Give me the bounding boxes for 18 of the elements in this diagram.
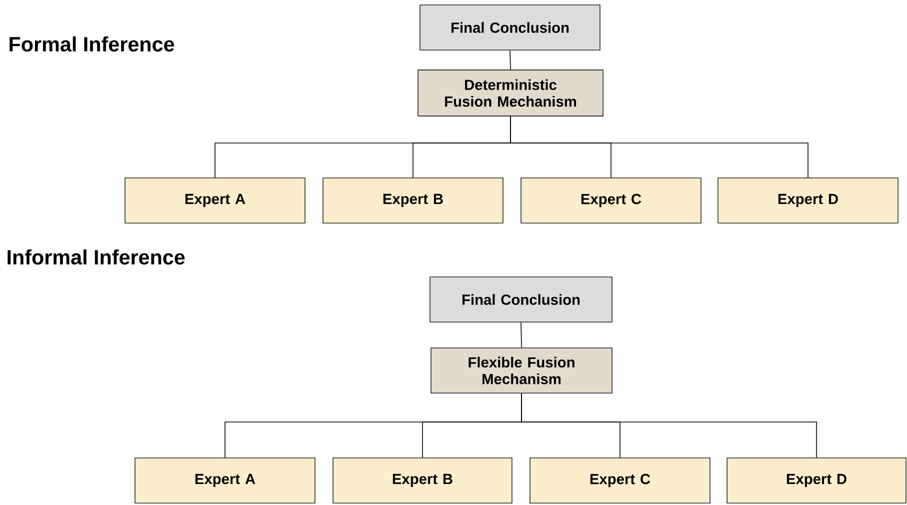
connector-line <box>521 392 817 458</box>
section-heading: Formal Inference <box>10 36 174 52</box>
conclusion-box: Final Conclusion <box>430 276 612 322</box>
section-heading: Informal Inference <box>8 249 185 265</box>
expert-box: Expert B <box>322 178 504 224</box>
expert-box: Expert C <box>530 458 710 504</box>
fusion-box: Deterministic Fusion Mechanism <box>418 70 604 116</box>
expert-box: Expert D <box>726 458 906 504</box>
fusion-box: Flexible Fusion Mechanism <box>430 348 612 394</box>
expert-box: Expert A <box>124 178 306 224</box>
connector-line <box>510 50 511 70</box>
expert-box: Expert C <box>520 178 702 224</box>
conclusion-box: Final Conclusion <box>420 4 600 50</box>
expert-box: Expert A <box>134 458 316 504</box>
expert-box: Expert D <box>718 178 898 224</box>
connector-line <box>510 116 808 178</box>
expert-box: Expert B <box>332 458 512 504</box>
connector-line <box>520 322 522 348</box>
